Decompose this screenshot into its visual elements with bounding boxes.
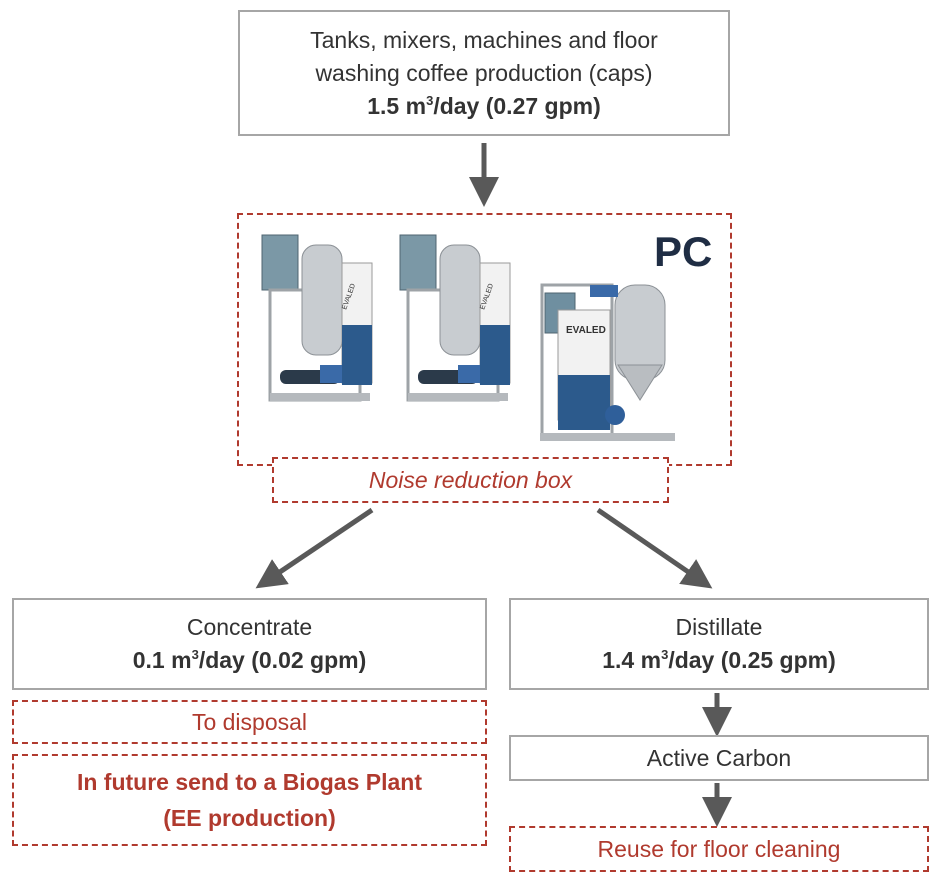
evaporator-units-illustration: EVALED EVALED EVALED	[261, 234, 675, 441]
evaporator-unit-1: EVALED	[261, 234, 373, 402]
unit-3-brand: EVALED	[566, 325, 606, 336]
source-line-1: Tanks, mixers, machines and floor	[310, 26, 658, 53]
concentrate-box: Concentrate 0.1 m3/day (0.02 gpm)	[12, 598, 487, 690]
distillate-box: Distillate 1.4 m3/day (0.25 gpm)	[509, 598, 929, 690]
pc-label: PC	[654, 228, 713, 275]
distillate-flow: 1.4 m3/day (0.25 gpm)	[602, 647, 836, 673]
reuse-label: Reuse for floor cleaning	[597, 835, 841, 862]
reuse-box: Reuse for floor cleaning	[509, 826, 929, 872]
source-line-2: washing coffee production (caps)	[315, 59, 653, 86]
concentrate-title: Concentrate	[186, 614, 313, 640]
active-carbon-label: Active Carbon	[646, 744, 792, 771]
source-flow: 1.5 m3/day (0.27 gpm)	[367, 92, 601, 119]
active-carbon-box: Active Carbon	[509, 735, 929, 781]
biogas-line-2: (EE production)	[163, 805, 336, 831]
arrow-evaporator-to-distillate	[596, 507, 713, 589]
disposal-label: To disposal	[191, 708, 308, 735]
noise-reduction-box: Noise reduction box	[272, 457, 669, 503]
source-box: Tanks, mixers, machines and floor washin…	[238, 10, 730, 136]
biogas-line-1: In future send to a Biogas Plant	[76, 769, 423, 795]
distillate-title: Distillate	[675, 614, 763, 640]
noise-reduction-label: Noise reduction box	[368, 466, 573, 493]
arrow-evaporator-to-concentrate	[255, 507, 374, 589]
evaporator-unit-3: EVALED	[540, 283, 675, 441]
biogas-box: In future send to a Biogas Plant (EE pro…	[12, 754, 487, 846]
disposal-box: To disposal	[12, 700, 487, 744]
evaporator-unit-2: EVALED	[399, 234, 511, 402]
concentrate-flow: 0.1 m3/day (0.02 gpm)	[132, 647, 367, 673]
